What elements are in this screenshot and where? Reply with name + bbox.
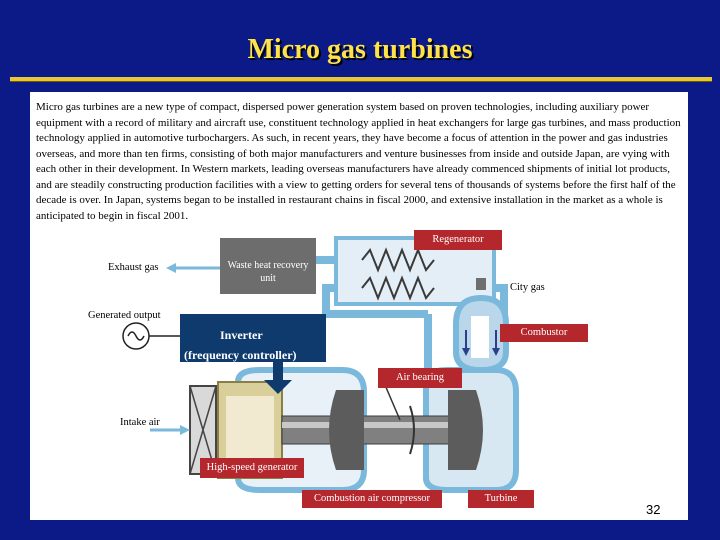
turbine-wheel — [448, 390, 483, 470]
content-panel: Micro gas turbines are a new type of com… — [30, 92, 688, 520]
intro-paragraph: Micro gas turbines are a new type of com… — [36, 101, 681, 222]
label-combustor: Combustor — [500, 324, 588, 342]
exhaust-arrowhead — [166, 263, 176, 273]
combustor-core — [471, 316, 489, 358]
air-bearing-bracket — [409, 405, 415, 455]
city-gas-nozzle — [476, 278, 486, 290]
label-generated-output: Generated output — [88, 310, 161, 321]
label-regenerator: Regenerator — [414, 230, 502, 250]
generator-core — [226, 396, 274, 464]
label-intake-air: Intake air — [120, 417, 160, 428]
label-waste-heat: Waste heat recovery unit — [222, 253, 314, 293]
label-compressor: Combustion air compressor — [302, 490, 442, 508]
compressor-wheel — [329, 390, 364, 470]
intake-arrowhead — [180, 425, 190, 435]
label-frequency-controller: (frequency controller) — [184, 348, 297, 362]
shaft — [281, 415, 469, 445]
page-number: 32 — [646, 502, 661, 517]
regenerator-coil-1 — [361, 247, 435, 273]
label-inverter: Inverter — [220, 328, 263, 342]
slide-title: Micro gas turbines — [247, 34, 473, 65]
label-exhaust-gas: Exhaust gas — [108, 262, 159, 273]
label-generator: High-speed generator — [200, 458, 304, 478]
label-city-gas: City gas — [510, 282, 545, 293]
turbine-diagram — [122, 236, 519, 493]
label-air-bearing: Air bearing — [378, 368, 462, 388]
regenerator-coil-2 — [361, 275, 435, 301]
shaft-highlight — [282, 422, 468, 428]
title-divider — [10, 77, 712, 82]
inverter-box — [180, 314, 326, 362]
pipe-compressor-to-regenerator — [322, 284, 428, 318]
label-turbine: Turbine — [468, 490, 534, 508]
